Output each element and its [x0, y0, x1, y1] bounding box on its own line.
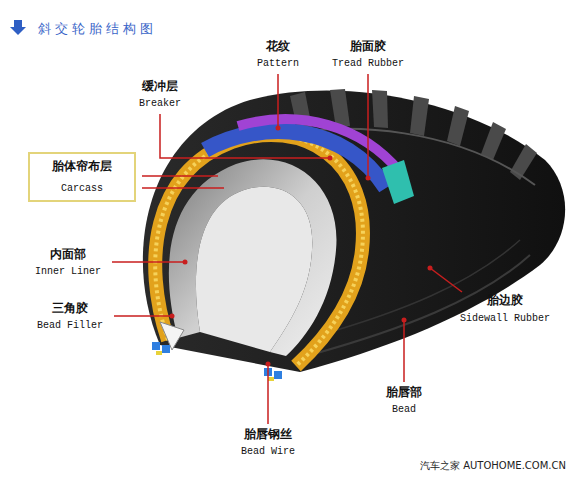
leader-dot [266, 362, 271, 367]
carcass-cord [155, 135, 363, 366]
carcass-ply [155, 135, 363, 366]
part-name-en: Bead [392, 404, 416, 416]
leader-line [142, 175, 218, 177]
part-name-en: Bead Wire [241, 446, 295, 458]
part-name-en: Pattern [257, 58, 299, 70]
leader-dot [328, 156, 333, 161]
bead-wire [156, 351, 162, 355]
leader-line [430, 268, 462, 292]
bead-wire [274, 371, 282, 379]
tread-groove [372, 90, 388, 128]
tread-groove [447, 106, 469, 146]
bead-wire [162, 345, 170, 353]
leader-dot [170, 314, 175, 319]
leader-line [267, 364, 269, 424]
tread-groove [410, 96, 429, 136]
part-name: 内面部 [50, 248, 86, 262]
box-heading: 胎体帘布层 [52, 160, 112, 174]
leader-line [114, 315, 172, 317]
box-subtitle: Carcass [61, 183, 103, 195]
leader-lines [112, 74, 462, 424]
tread-groove [510, 144, 537, 180]
leader-dots [170, 126, 433, 367]
leader-line [112, 261, 185, 263]
leader-line [160, 114, 330, 158]
tire-body [143, 90, 565, 372]
bead-wire [268, 377, 274, 381]
breaker-layer [238, 119, 400, 172]
part-name-en: Tread Rubber [332, 58, 404, 70]
leader-dot [402, 318, 407, 323]
part-name-en: Bead Filler [37, 320, 103, 332]
part-name-en: Sidewall Rubber [460, 313, 550, 325]
part-name: 缓冲层 [142, 80, 178, 94]
part-name: 胎边胶 [487, 294, 523, 308]
tread-groove [481, 122, 506, 160]
part-name: 胎唇部 [386, 386, 422, 400]
bead-wire [152, 342, 160, 350]
leader-line [142, 187, 224, 189]
part-name: 胎唇钢丝 [244, 428, 292, 442]
inner-liner [169, 159, 337, 356]
leader-dot [366, 176, 371, 181]
leader-dot [428, 266, 433, 271]
part-name: 胎面胶 [350, 40, 386, 54]
title-arrow [10, 20, 26, 35]
leader-line [277, 74, 279, 128]
part-name: 三角胶 [52, 302, 88, 316]
leader-line [403, 320, 405, 382]
leader-dot [183, 260, 188, 265]
watermark: 汽车之家 AUTOHOME.COM.CN [420, 460, 566, 472]
tire-hollow [196, 187, 312, 352]
part-name: 花纹 [266, 40, 290, 54]
diagram-title: 斜交轮胎结构图 [38, 20, 157, 38]
label-box: 胎体帘布层 Carcass [28, 152, 136, 202]
part-name-en: Breaker [139, 98, 181, 110]
leader-line [367, 74, 369, 178]
part-name-en: Inner Liner [35, 266, 101, 278]
leader-dot [276, 126, 281, 131]
tread-rubber-block [382, 160, 414, 204]
